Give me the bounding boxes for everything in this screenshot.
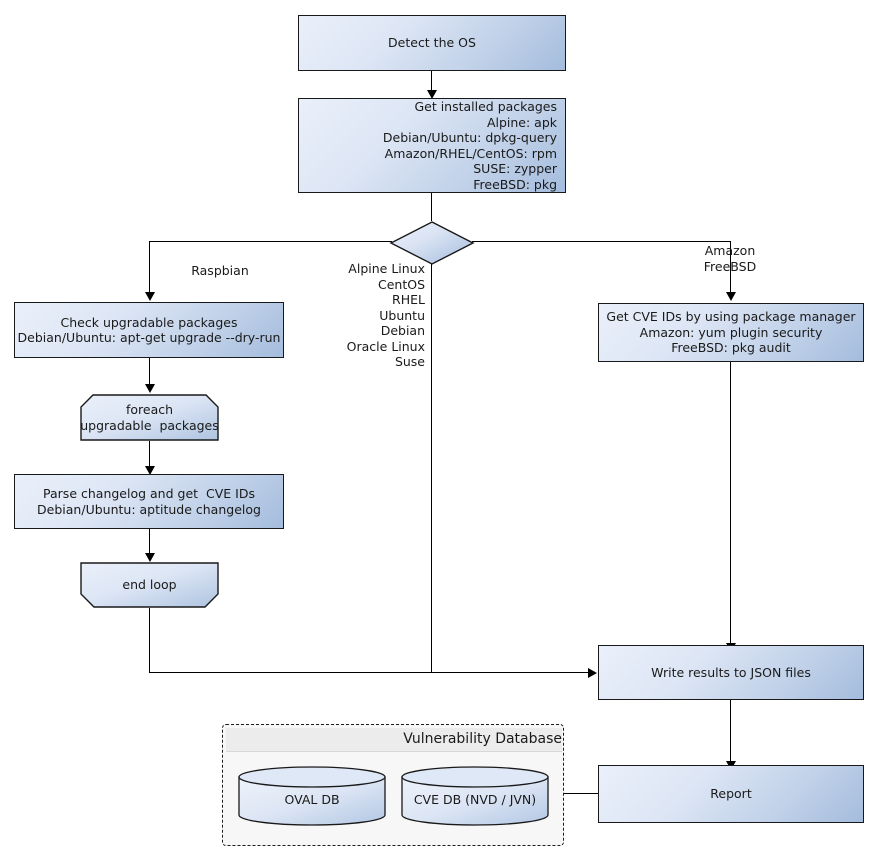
edge-detect-to-packages [431,71,433,91]
node-foreach-loop-label: foreach upgradable packages [80,402,219,433]
db-oval[interactable]: OVAL DB [238,766,386,826]
arrow-detect-to-packages [426,90,437,99]
edge-decision-left [149,241,392,243]
node-detect-os-label: Detect the OS [388,35,476,51]
node-os-decision[interactable] [389,221,475,265]
edge-packages-to-decision [431,193,433,221]
arrow-amazon [725,292,736,301]
edge-write-to-report [730,700,732,762]
node-write-results-label: Write results to JSON files [651,664,811,680]
db-cve[interactable]: CVE DB (NVD / JVN) [401,766,549,826]
db-oval-label: OVAL DB [284,792,340,807]
arrow-parse-to-endloop [144,553,155,562]
node-detect-os[interactable]: Detect the OS [298,15,566,71]
edge-foreach-to-parse [149,441,151,468]
node-get-installed-packages-label: Get installed packages Alpine: apk Debia… [382,99,557,192]
edge-label-raspbian: Raspbian [191,263,249,278]
node-check-upgradable-label: Check upgradable packages Debian/Ubuntu:… [17,314,281,346]
node-report-label: Report [710,786,752,802]
node-report[interactable]: Report [598,765,864,823]
node-end-loop-label: end loop [122,577,177,593]
edge-decision-middle [431,263,433,673]
arrow-raspbian [144,292,155,301]
node-get-cve-ids[interactable]: Get CVE IDs by using package manager Ama… [598,303,864,362]
arrow-check-to-foreach [144,384,155,393]
group-vulnerability-database-title: Vulnerability Database [226,728,562,752]
edge-label-right-branch: Amazon FreeBSD [703,243,757,274]
edge-raspbian-down [149,241,151,293]
node-foreach-loop[interactable]: foreach upgradable packages [80,394,219,441]
edge-parse-to-endloop [149,529,151,555]
edge-endloop-to-write [149,672,589,674]
node-get-installed-packages[interactable]: Get installed packages Alpine: apk Debia… [298,98,566,193]
node-parse-changelog[interactable]: Parse changelog and get CVE IDs Debian/U… [14,474,284,529]
node-get-cve-ids-label: Get CVE IDs by using package manager Ama… [606,309,856,356]
node-end-loop[interactable]: end loop [80,562,219,608]
db-cve-label: CVE DB (NVD / JVN) [413,792,537,807]
node-check-upgradable[interactable]: Check upgradable packages Debian/Ubuntu:… [14,302,284,358]
group-vulnerability-database: Vulnerability Database OVAL DB [222,724,564,846]
edge-decision-right [472,241,731,243]
arrow-endloop-to-write [588,667,597,678]
edge-amazon-down [730,241,732,293]
edge-db-to-report [560,793,599,795]
edge-label-middle-branch: Alpine Linux CentOS RHEL Ubuntu Debian O… [346,261,425,369]
node-parse-changelog-label: Parse changelog and get CVE IDs Debian/U… [37,486,261,517]
edge-endloop-down [149,608,151,673]
edge-check-to-foreach [149,358,151,385]
node-write-results[interactable]: Write results to JSON files [598,645,864,700]
arrow-foreach-to-parse [144,466,155,475]
edge-cve-to-write [730,362,732,644]
